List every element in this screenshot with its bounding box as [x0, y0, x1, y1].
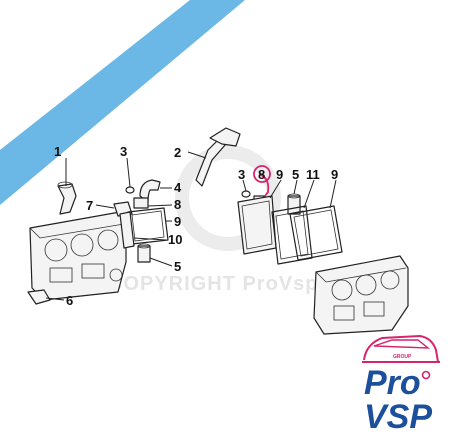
banner-ribbon [0, 0, 245, 205]
logo-vsp-text: VSP [364, 398, 432, 436]
callout-1: 1 [54, 144, 61, 159]
part-9-right-cover [237, 195, 277, 255]
callout-4: 4 [174, 180, 182, 195]
callout-10: 10 [168, 232, 182, 247]
part-6-mount [27, 289, 51, 305]
callout-5: 5 [174, 259, 181, 274]
right-engine-block [313, 255, 409, 335]
callout-8: 8 [174, 197, 181, 212]
callout-9: 9 [174, 214, 181, 229]
callout-7: 7 [86, 198, 93, 213]
callout-8-right: 8 [258, 167, 265, 182]
part-5-right-sleeve [287, 193, 301, 215]
logo-dot-icon [421, 370, 431, 380]
part-3-right-clip [241, 190, 251, 198]
copyright-watermark: COPYRIGHT ProVsp [108, 145, 318, 295]
logo-car-icon [362, 334, 440, 363]
watermark-text: COPYRIGHT ProVsp [108, 273, 318, 295]
callout-2: 2 [174, 145, 181, 160]
part-3-left-clip [125, 186, 135, 194]
callout-5-right: 5 [292, 167, 299, 182]
callout-3-right: 3 [238, 167, 245, 182]
logo-group-text: GROUP [393, 354, 412, 360]
watermark-c-symbol [175, 145, 281, 251]
callout-9-right: 9 [276, 167, 283, 182]
part-5-left-sleeve [137, 243, 151, 263]
callout-8-highlight-ring [253, 165, 271, 183]
callout-11: 11 [306, 167, 320, 182]
logo-pro-text: Pro [364, 364, 421, 402]
part-1-hose [57, 181, 77, 215]
left-engine-block [29, 211, 127, 301]
callout-6: 6 [66, 293, 73, 308]
callout-labels: 1 2 3 4 7 8 9 10 5 6 3 8 9 5 11 9 [54, 144, 338, 308]
site-banner: pro-piece-vsp.com [0, 0, 245, 205]
part-10-left-cover [119, 211, 135, 249]
part-9-outer-plate [289, 205, 343, 261]
part-2-intake-hose [195, 127, 241, 187]
callout-9-far-right: 9 [331, 167, 338, 182]
part-8-left-connector [133, 197, 149, 209]
callout-3: 3 [120, 144, 127, 159]
provsp-logo: GROUP Pro VSP [362, 334, 440, 436]
